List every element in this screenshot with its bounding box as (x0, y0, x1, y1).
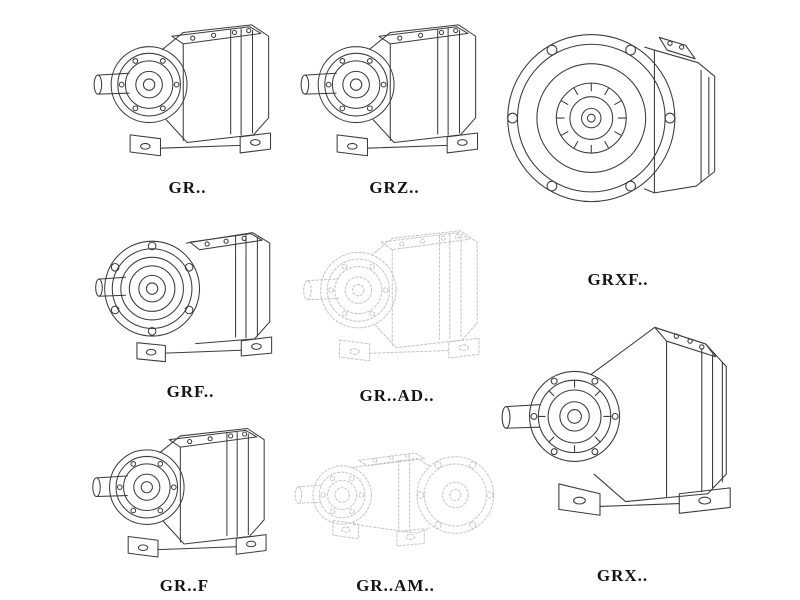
gearbox-cell-grff: GR..F (82, 408, 287, 596)
gearbox-label-grx: GRX.. (596, 566, 649, 585)
gearbox-drawing-grf (91, 208, 291, 374)
gearbox-drawing-grx (498, 298, 748, 528)
gearbox-label-gr: GR.. (168, 178, 207, 197)
gearbox-label-grz: GRZ.. (369, 178, 420, 197)
gearbox-cell-gr: GR.. (85, 4, 290, 198)
gearbox-label-grad: GR..AD.. (359, 386, 435, 405)
gearbox-label-gram: GR..AM.. (356, 576, 435, 595)
gearbox-cell-grx: GRX.. (495, 298, 750, 586)
gearbox-drawing-grad (298, 210, 496, 375)
gearbox-cell-grf: GRF.. (88, 208, 293, 402)
gearbox-label-grf: GRF.. (166, 382, 215, 401)
gearbox-cell-gram: GR..AM.. (288, 408, 503, 596)
gearbox-cell-grad: GR..AD.. (292, 210, 502, 406)
gearbox-cell-grxf: GRXF.. (498, 4, 738, 290)
gearbox-drawing-grz (295, 4, 495, 170)
gearbox-drawing-grff (87, 408, 283, 571)
gearbox-label-grxf: GRXF.. (587, 270, 649, 289)
gearbox-cell-grz: GRZ.. (292, 4, 497, 198)
gearbox-drawing-grxf (499, 16, 737, 225)
gearbox-drawing-gram (291, 422, 501, 568)
gearbox-label-grff: GR..F (159, 576, 210, 595)
gearbox-drawing-gr (88, 4, 288, 170)
